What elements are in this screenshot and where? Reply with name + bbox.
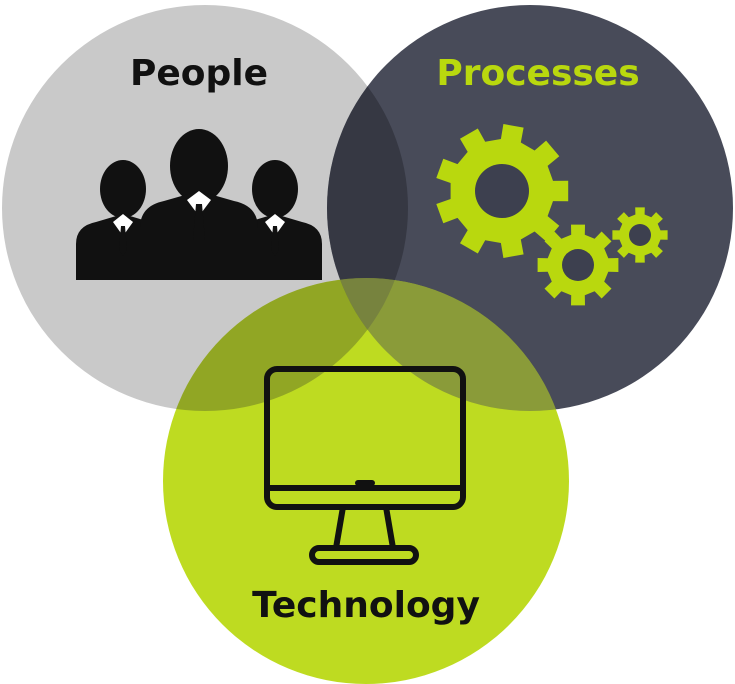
gears-icon — [436, 124, 668, 306]
gear-hole-2 — [562, 249, 594, 281]
monitor-icon — [264, 366, 466, 565]
gear-hole-3 — [629, 224, 651, 246]
processes-label: Processes — [436, 53, 639, 94]
people-icon — [76, 129, 322, 280]
gear-hole-1 — [475, 164, 529, 218]
people-label: People — [130, 53, 268, 94]
technology-label: Technology — [252, 585, 480, 626]
